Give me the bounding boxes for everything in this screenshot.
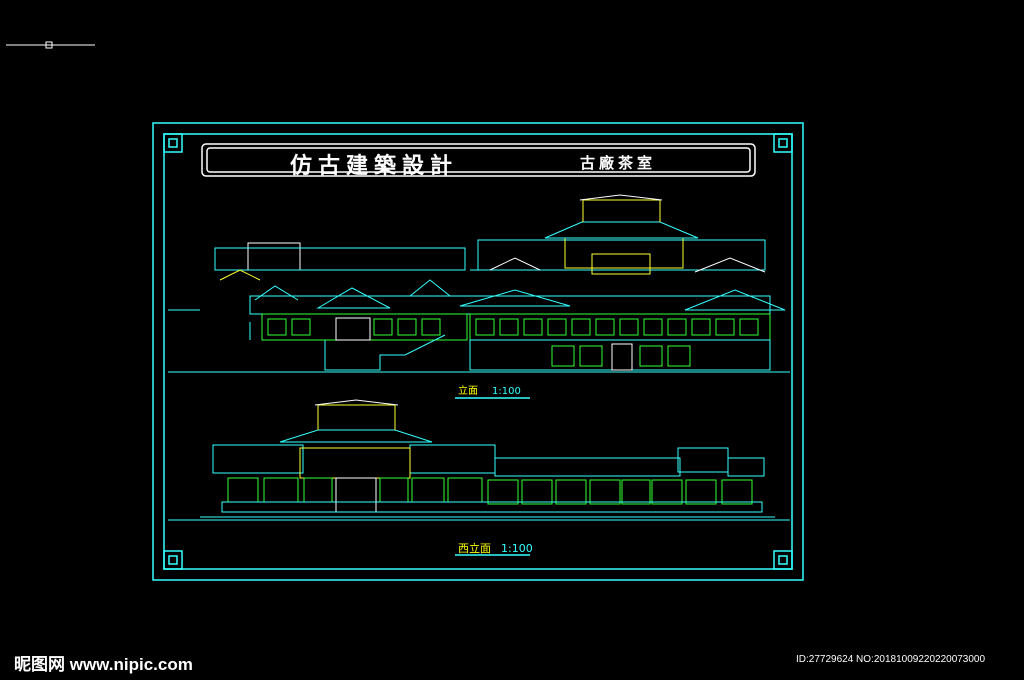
title-banner — [201, 143, 756, 177]
elevation-scale: 1:100 — [501, 542, 533, 555]
elevation-caption-lower: 西立面 1:100 — [458, 540, 533, 556]
elevation-name: 立面 — [458, 386, 478, 397]
caption-underlines — [455, 397, 530, 556]
west-elevation — [168, 399, 790, 521]
watermark-site: 昵图网 www.nipic.com — [14, 655, 193, 674]
watermark-id: ID:27729624 NO:20181009220220073000 — [796, 654, 986, 665]
project-name: 古廠茶室 — [580, 154, 657, 172]
ucs-marker — [6, 41, 95, 49]
drawing-title: 仿古建築設計 — [290, 153, 459, 179]
elevation-name: 西立面 — [458, 542, 491, 555]
south-elevation — [168, 194, 790, 373]
elevation-caption-upper: 立面 1:100 — [458, 382, 521, 397]
drawing-frame — [152, 122, 804, 581]
elevation-scale: 1:100 — [492, 386, 521, 397]
